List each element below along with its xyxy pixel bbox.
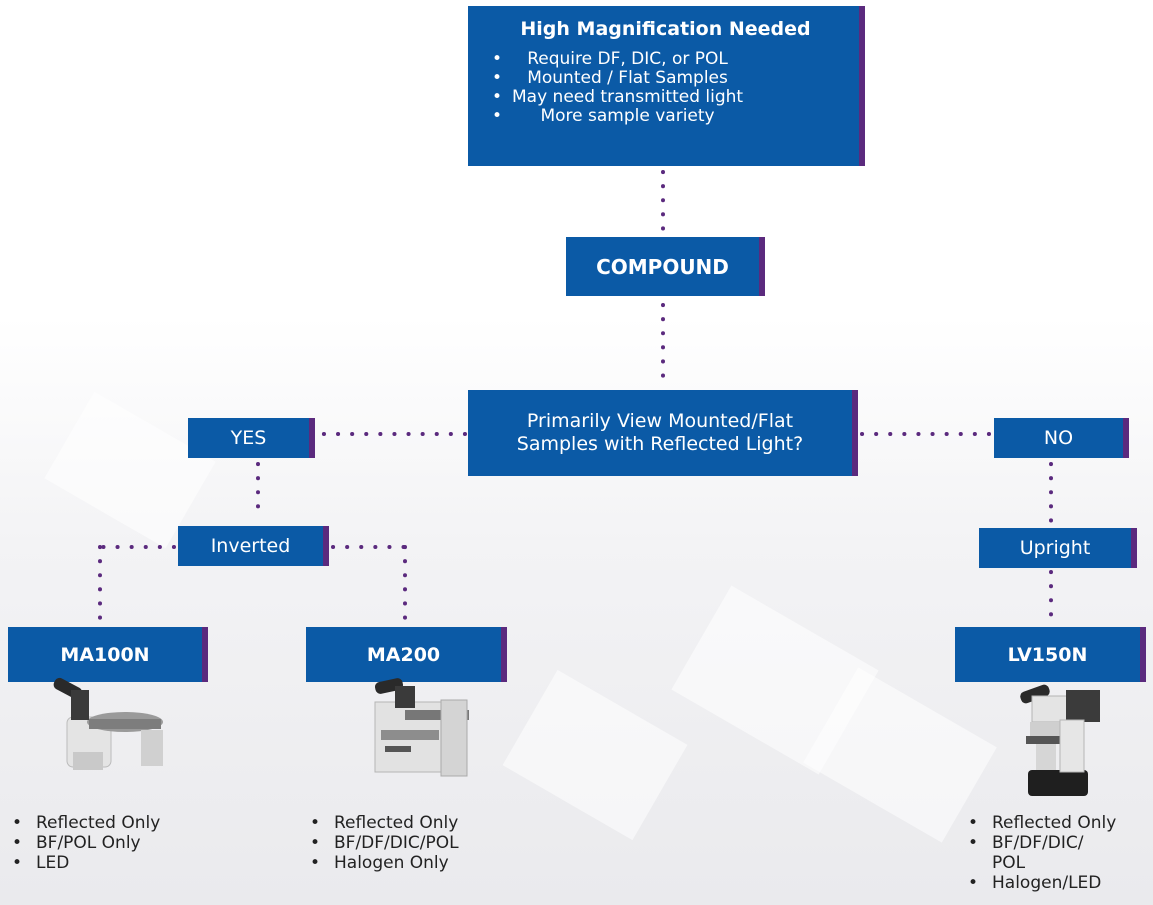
high-magnification-title: High Magnification Needed bbox=[520, 18, 811, 40]
list-item: Require DF, DIC, or POL bbox=[492, 50, 743, 70]
inverted-label: Inverted bbox=[210, 535, 291, 557]
question-line-2: Samples with Reflected Light? bbox=[516, 433, 804, 455]
list-item: Halogen/LED bbox=[964, 873, 1116, 893]
no-box: NO bbox=[994, 418, 1129, 458]
compound-box: COMPOUND bbox=[566, 237, 765, 296]
list-item: Mounted / Flat Samples bbox=[492, 69, 743, 89]
product-name: MA100N bbox=[60, 643, 150, 666]
upright-label: Upright bbox=[1019, 537, 1091, 559]
ma100n-specs: Reflected Only BF/POL Only LED bbox=[8, 813, 160, 873]
list-item: Reflected Only bbox=[306, 813, 459, 833]
no-label: NO bbox=[1043, 427, 1074, 449]
list-item: POL bbox=[992, 853, 1026, 873]
list-item: BF/DF/DIC/ bbox=[964, 833, 1116, 853]
product-name: MA200 bbox=[366, 643, 441, 666]
list-item: Reflected Only bbox=[8, 813, 160, 833]
yes-box: YES bbox=[188, 418, 315, 458]
list-item: BF/POL Only bbox=[8, 833, 160, 853]
product-box-ma100n: MA100N bbox=[8, 627, 208, 682]
product-name: LV150N bbox=[1007, 643, 1088, 666]
ma200-specs: Reflected Only BF/DF/DIC/POL Halogen Onl… bbox=[306, 813, 459, 873]
yes-label: YES bbox=[230, 427, 267, 449]
microscope-ma100n-icon bbox=[53, 677, 163, 770]
list-item: Reflected Only bbox=[964, 813, 1116, 833]
upright-box: Upright bbox=[979, 528, 1137, 568]
product-box-lv150n: LV150N bbox=[955, 627, 1146, 682]
high-magnification-box: High Magnification Needed Require DF, DI… bbox=[468, 6, 865, 166]
question-box: Primarily View Mounted/Flat Samples with… bbox=[468, 390, 858, 476]
list-item: More sample variety bbox=[492, 107, 743, 127]
list-item: BF/DF/DIC/POL bbox=[306, 833, 459, 853]
high-magnification-bullets: Require DF, DIC, or POL Mounted / Flat S… bbox=[488, 50, 743, 127]
lv150n-specs: Reflected Only BF/DF/DIC/ POL Halogen/LE… bbox=[964, 813, 1116, 893]
inverted-box: Inverted bbox=[178, 526, 329, 566]
microscope-ma200-icon bbox=[374, 678, 469, 777]
list-item: LED bbox=[8, 853, 160, 873]
question-line-1: Primarily View Mounted/Flat bbox=[526, 410, 794, 432]
compound-label: COMPOUND bbox=[596, 254, 729, 279]
list-item: May need transmitted light bbox=[492, 88, 743, 108]
product-box-ma200: MA200 bbox=[306, 627, 507, 682]
microscope-lv150n-icon bbox=[1020, 684, 1100, 796]
list-item: Halogen Only bbox=[306, 853, 459, 873]
